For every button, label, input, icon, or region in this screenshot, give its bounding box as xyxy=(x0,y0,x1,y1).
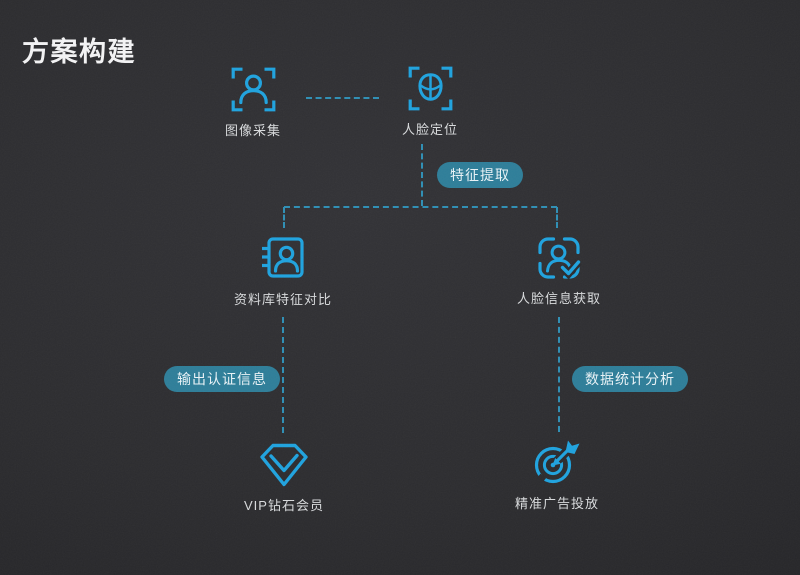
node-label: 资料库特征对比 xyxy=(233,292,332,307)
target-dart-icon xyxy=(531,436,583,486)
connector-branch-left-stub xyxy=(283,207,285,228)
diamond-icon xyxy=(257,440,311,488)
connector-locate-down xyxy=(421,144,423,206)
badge-output-auth-info: 输出认证信息 xyxy=(164,366,280,392)
connector-branch-right-stub xyxy=(556,207,558,228)
connector-info-to-ads xyxy=(558,317,560,432)
node-db-compare: 资料库特征对比 xyxy=(203,234,363,306)
node-vip-member: VIP钻石会员 xyxy=(204,440,364,512)
badge-feature-extraction: 特征提取 xyxy=(437,162,523,188)
connector-branch-horizontal xyxy=(284,206,557,208)
node-label: VIP钻石会员 xyxy=(244,498,324,513)
face-check-icon xyxy=(536,235,582,281)
node-face-info: 人脸信息获取 xyxy=(479,235,639,305)
scan-person-icon xyxy=(230,66,277,113)
page-title: 方案构建 xyxy=(22,37,136,67)
scan-face-icon xyxy=(407,65,454,112)
node-label: 人脸定位 xyxy=(401,122,458,137)
node-image-capture: 图像采集 xyxy=(173,66,333,137)
node-precise-ads: 精准广告投放 xyxy=(477,436,637,510)
node-label: 图像采集 xyxy=(224,123,281,138)
badge-data-statistics: 数据统计分析 xyxy=(572,366,688,392)
connector-compare-to-vip xyxy=(282,317,284,433)
node-label: 人脸信息获取 xyxy=(516,291,601,306)
address-book-icon xyxy=(258,234,308,282)
node-label: 精准广告投放 xyxy=(514,496,599,511)
node-face-locate: 人脸定位 xyxy=(350,65,510,136)
